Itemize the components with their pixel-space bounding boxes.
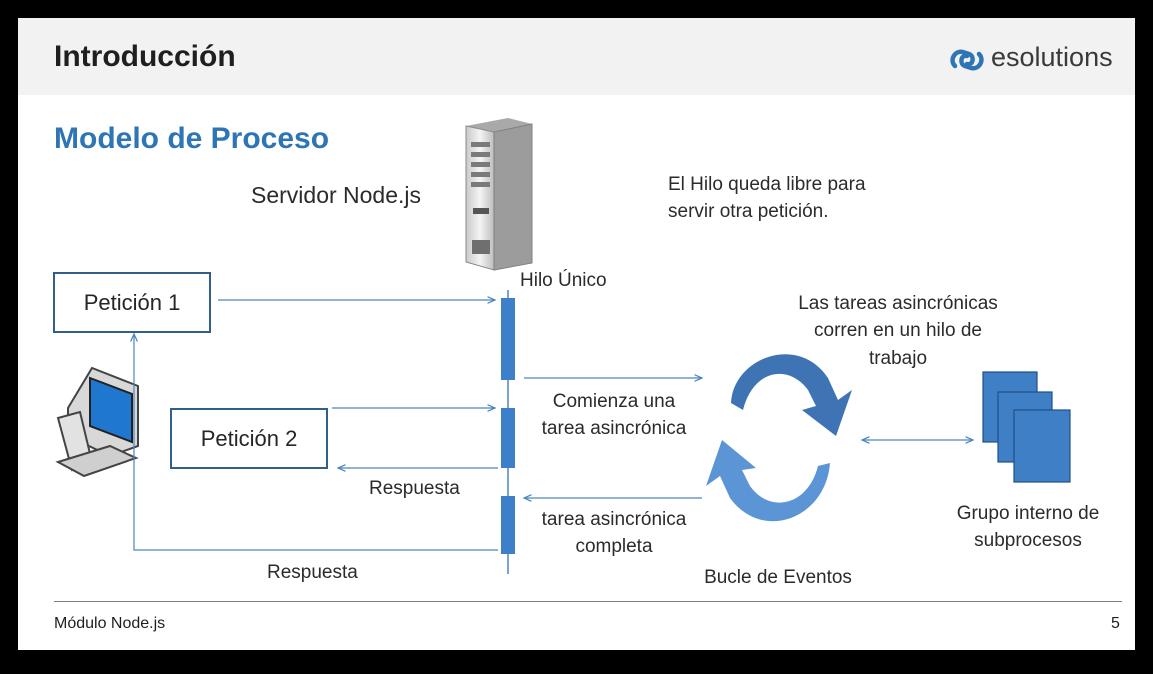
async-tasks-line1: Las tareas asincrónicas xyxy=(798,293,998,314)
response-bottom-label: Respuesta xyxy=(267,562,358,583)
footer-module: Módulo Node.js xyxy=(54,615,166,632)
event-loop-label: Bucle de Eventos xyxy=(704,567,852,588)
start-task-line1: Comienza una xyxy=(552,391,676,412)
documents-icon xyxy=(982,371,1071,483)
async-tasks-line2: corren en un hilo de xyxy=(814,320,982,341)
start-task-line2: tarea asincrónica xyxy=(541,418,687,439)
footer-divider xyxy=(54,601,1122,602)
computer-icon xyxy=(55,366,139,478)
process-diagram xyxy=(55,118,1071,574)
thread-free-line2: servir otra petición. xyxy=(668,201,829,222)
async-tasks-line3: trabajo xyxy=(868,348,928,369)
section-heading: Modelo de Proceso xyxy=(54,122,330,155)
slide-title: Introducción xyxy=(54,40,236,73)
arrow-response-bottom xyxy=(134,334,498,551)
task-complete-line1: tarea asincrónica xyxy=(541,509,687,530)
logo-text: esolutions xyxy=(991,42,1113,72)
request2-box: Petición 2 xyxy=(170,408,328,469)
thread-bar-3 xyxy=(501,496,515,554)
thread-bar-2 xyxy=(501,408,515,468)
single-thread-label: Hilo Único xyxy=(520,270,607,291)
pool-line2: subprocesos xyxy=(974,530,1082,551)
request1-box: Petición 1 xyxy=(53,272,211,333)
event-loop-icon xyxy=(706,354,852,522)
page-number: 5 xyxy=(1111,615,1120,632)
response-small-label: Respuesta xyxy=(369,478,460,499)
logo-icon xyxy=(950,49,984,71)
task-complete-line2: completa xyxy=(575,536,653,557)
pool-line1: Grupo interno de xyxy=(956,503,1100,524)
thread-free-line1: El Hilo queda libre para xyxy=(668,174,866,195)
server-icon xyxy=(465,118,533,271)
thread-bar-1 xyxy=(501,298,515,380)
slide-header: Introducción esolutions xyxy=(18,18,1135,95)
slide: Introducción esolutions Modelo de Proces… xyxy=(18,18,1135,650)
server-label: Servidor Node.js xyxy=(251,182,422,208)
